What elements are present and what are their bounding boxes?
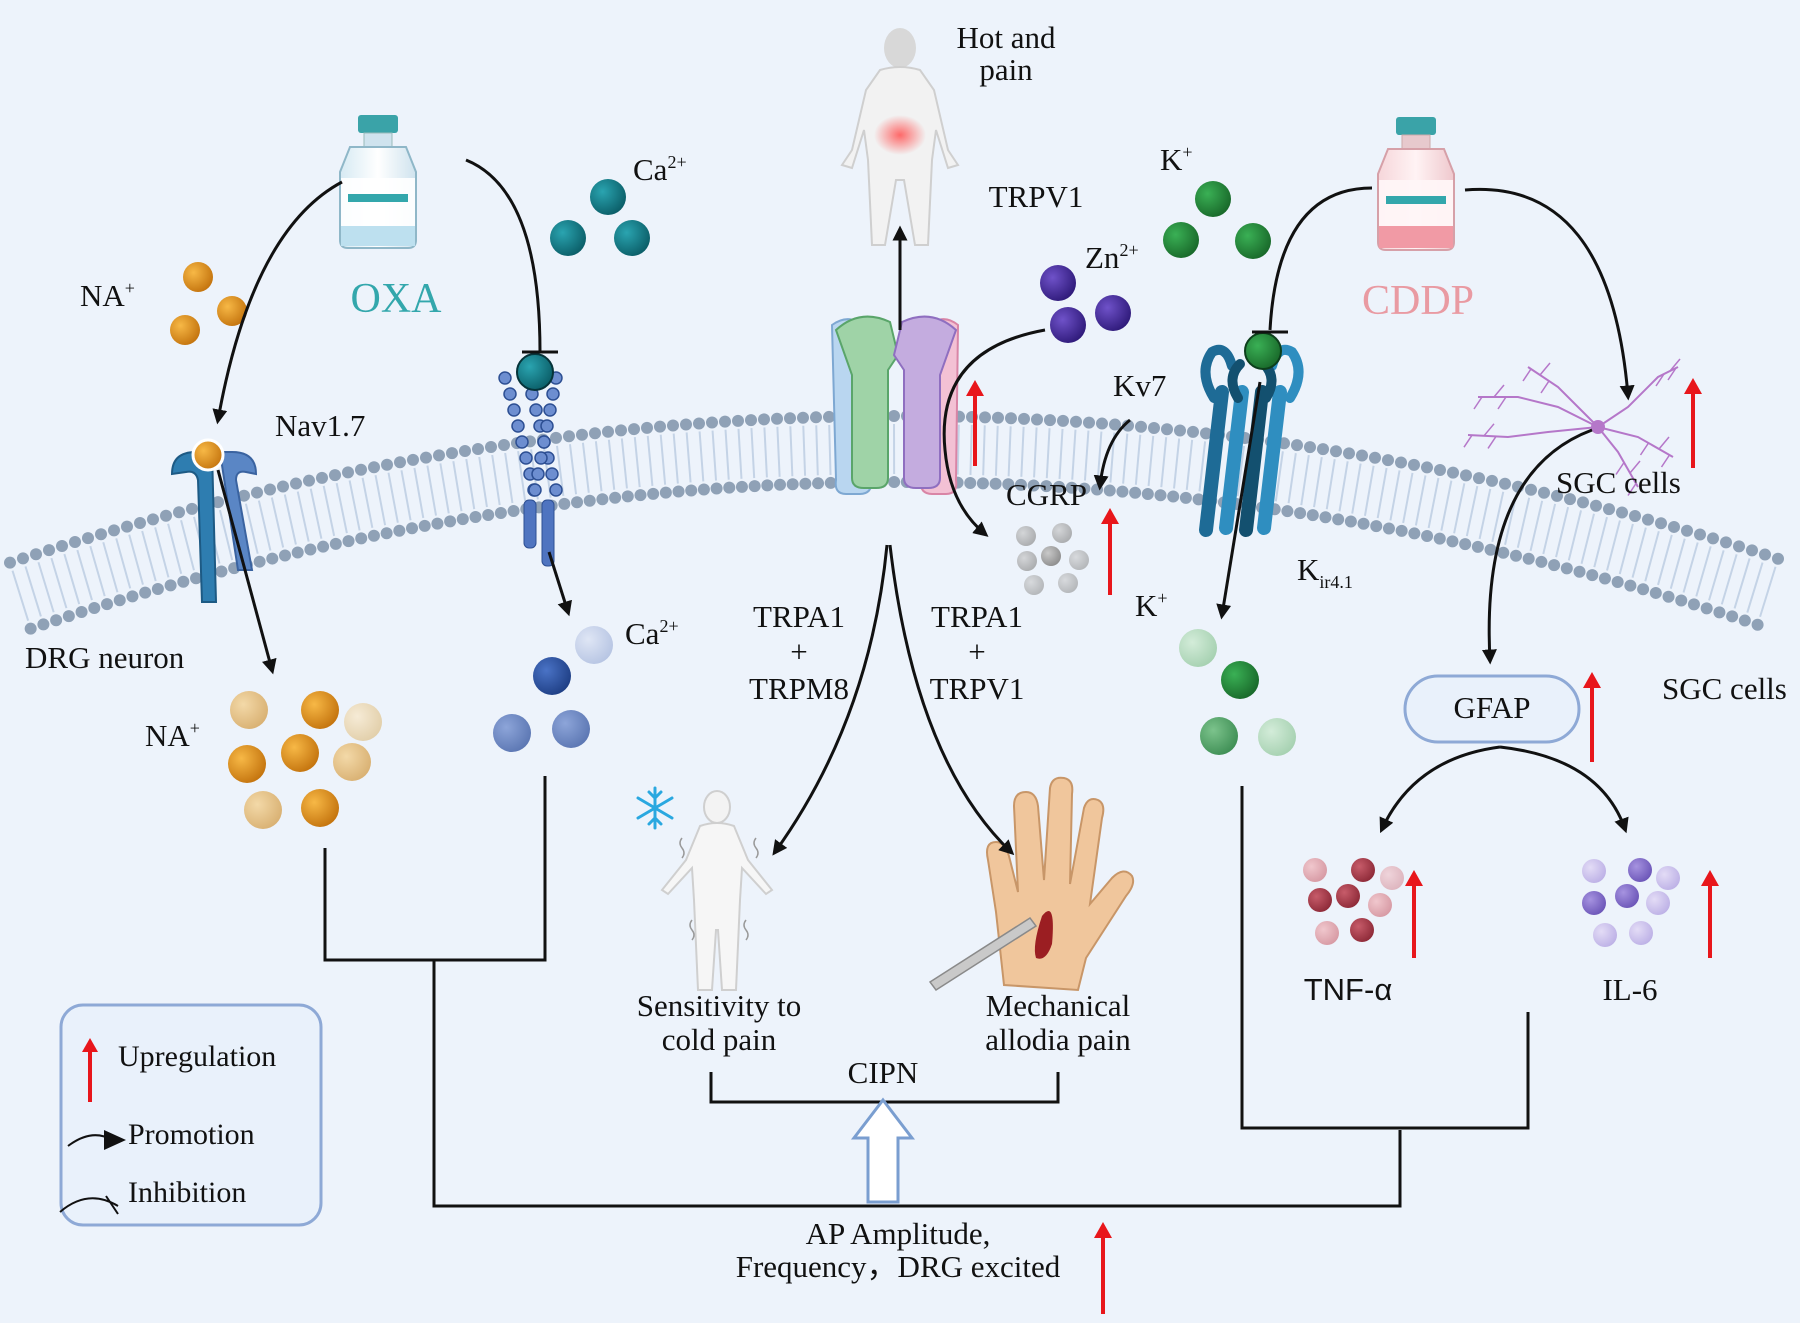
sgc-upregulation-arrow-head: [1684, 378, 1702, 394]
legend-inhibition-label: Inhibition: [128, 1176, 246, 1209]
trpv1-right-label: TRPV1: [930, 671, 1025, 706]
tnf-alpha-label: TNF-α: [1304, 972, 1393, 1007]
zinc-ions: [1040, 265, 1131, 343]
cell-membrane-bilayer: [4, 410, 1784, 635]
cold-human-figure-icon: [662, 791, 772, 990]
il6-upregulation-arrow-head: [1701, 870, 1719, 886]
mech-pain-label-line1: Mechanical: [986, 988, 1131, 1023]
trpv1-top-label: TRPV1: [989, 179, 1084, 214]
k-top-label: K+: [1160, 142, 1193, 177]
na-top-label: NA+: [80, 278, 135, 313]
legend-upregulation-label: Upregulation: [118, 1040, 276, 1073]
calcium-ions-top: [550, 179, 650, 256]
snowflake-icon: [638, 788, 672, 828]
cipn-label: CIPN: [848, 1055, 919, 1090]
ca-bottom-label: Ca2+: [625, 616, 679, 651]
calcium-channel-icon: [499, 354, 562, 566]
trpa1-right-label: TRPA1: [931, 599, 1023, 634]
il6-molecules: [1582, 858, 1680, 947]
legend-box: Upregulation Promotion Inhibition: [60, 1005, 321, 1225]
plus-right-label: +: [968, 634, 985, 669]
cold-pain-label-line1: Sensitivity to: [637, 988, 802, 1023]
oxa-label: OXA: [351, 276, 443, 322]
cgrp-vesicles: [1016, 523, 1089, 595]
sodium-ions-top: [170, 262, 247, 345]
il6-label: IL-6: [1602, 972, 1657, 1007]
hollow-up-arrow-icon: [854, 1100, 912, 1202]
hot-pain-label-line1: Hot and: [956, 20, 1056, 55]
legend-promotion-label: Promotion: [128, 1118, 255, 1151]
cgrp-label: CGRP: [1006, 477, 1087, 512]
cddp-vial-icon: [1378, 117, 1454, 250]
cddp-label: CDDP: [1362, 278, 1474, 324]
trpa1-left-label: TRPA1: [753, 599, 845, 634]
trpv1-upregulation-arrow-head: [966, 380, 984, 396]
kv7-label: Kv7: [1113, 368, 1166, 403]
k-bottom-label: K+: [1135, 588, 1168, 623]
hot-pain-label-line2: pain: [979, 52, 1033, 87]
sodium-ions-bottom: [228, 691, 382, 829]
nav17-label: Nav1.7: [275, 408, 365, 443]
kir41-label: Kir4.1: [1297, 552, 1353, 592]
oxa-vial-icon: [340, 115, 416, 248]
mech-pain-label-line2: allodia pain: [985, 1022, 1131, 1057]
ap-label-line1: AP Amplitude,: [806, 1216, 991, 1251]
ap-label-line2: Frequency，DRG excited: [736, 1249, 1061, 1284]
na-bottom-label: NA+: [145, 718, 200, 753]
tnf-upregulation-arrow-head: [1405, 870, 1423, 886]
ap-upregulation-arrow-head: [1094, 1222, 1112, 1238]
ca-top-label: Ca2+: [633, 152, 687, 187]
gfap-label: GFAP: [1454, 690, 1531, 725]
zn-label: Zn2+: [1085, 240, 1139, 275]
drg-neuron-label: DRG neuron: [25, 640, 185, 675]
trpm8-label: TRPM8: [749, 671, 849, 706]
sgc-cells-label-right: SGC cells: [1662, 671, 1787, 706]
cgrp-upregulation-arrow-head: [1101, 508, 1119, 524]
potassium-ions-top: [1163, 181, 1271, 259]
sgc-cells-label-top: SGC cells: [1556, 465, 1681, 500]
plus-left-label: +: [790, 634, 807, 669]
cold-pain-label-line2: cold pain: [662, 1022, 777, 1057]
injured-hand-icon: [930, 778, 1133, 990]
potassium-ions-bottom: [1179, 629, 1296, 756]
gfap-upregulation-arrow-head: [1583, 672, 1601, 688]
human-back-figure-icon: [842, 28, 958, 245]
tnf-alpha-molecules: [1303, 858, 1404, 945]
calcium-ions-bottom: [493, 626, 613, 752]
